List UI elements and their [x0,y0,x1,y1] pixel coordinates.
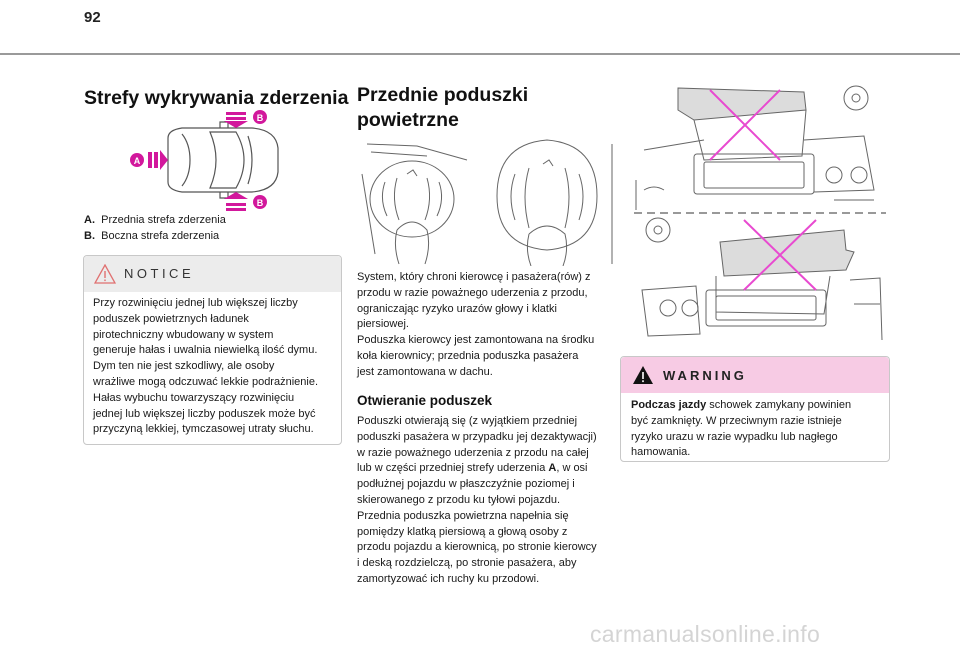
title-line: powietrzne [357,109,459,131]
warning-text: Podczas jazdy schowek zamykany powinien … [631,398,851,461]
title-line: Przednie poduszki [357,84,529,106]
warning-bold: Podczas jazdy [631,399,707,411]
body-line: w razie poważnego uderzenia z przodu na … [357,446,589,459]
legend-text-a: Przednia strefa zderzenia [101,214,226,226]
warning-header: WARNING [621,357,889,393]
section-title-front-airbags: Przednie poduszki powietrzne [357,83,528,133]
notice-box: NOTICE Przy rozwinięciu jednej lub więks… [83,255,342,445]
notice-line: jednej lub większej liczby poduszek może… [93,407,316,420]
collision-zones-diagram: A B B [130,110,279,211]
body-bold-zone: A [548,462,557,475]
legend-item-b: B. Boczna strefa zderzenia [84,229,226,245]
body-line: podłużnej pojazdu w płaszczyźnie poziome… [357,478,575,491]
body-line: lub w części przedniej strefy uderzenia … [357,461,597,477]
warning-line-rest: schowek zamykany powinien [706,399,852,411]
zone-label-a: A [134,156,141,166]
header-divider [0,53,960,55]
airbag-intro: System, który chroni kierowcę i pasażera… [357,270,594,381]
subsection-title-deployment: Otwieranie poduszek [357,393,493,408]
notice-title: NOTICE [124,266,195,281]
warning-box: WARNING Podczas jazdy schowek zamykany p… [620,356,890,462]
body-line: skierowanego z przodu ku tyłowi pojazdu. [357,493,561,506]
intro-line: jest zamontowana w dachu. [357,365,493,378]
notice-line: wrażliwe mogą odczuwać lekkie podrażnien… [93,375,319,388]
body-line: pomiędzy klatką piersiową a głową osoby … [357,525,568,538]
section-title-collision-zones: Strefy wykrywania zderzenia [84,87,349,109]
body-line: Przednia poduszka powietrzna napełnia si… [357,509,569,522]
body-line: poduszki pasażera w przypadku jej dezakt… [357,430,597,443]
notice-line: Przy rozwinięciu jednej lub większej lic… [93,297,298,309]
intro-line: ograniczając ryzyko urazów głowy i klatk… [357,302,557,315]
zone-label-b-bottom: B [257,198,264,208]
zone-label-b-top: B [257,113,264,123]
warning-triangle-icon [633,366,653,384]
legend-item-a: A. Przednia strefa zderzenia [84,213,226,229]
legend-key-b: B. [84,229,95,242]
warning-line: być zamknięty. W przeciwnym razie istnie… [631,414,842,427]
warning-line: Podczas jazdy schowek zamykany powinien [631,398,851,414]
notice-line: pirotechniczny wbudowany w system [93,328,274,341]
warning-title: WARNING [663,368,747,383]
intro-line: koła kierownicy; przednia poduszka pasaż… [357,349,579,362]
intro-line: System, który chroni kierowcę i pasażera… [357,271,591,283]
airbag-illustration [361,139,613,266]
notice-header: NOTICE [84,256,341,292]
warning-line: hamowania. [631,446,691,459]
watermark: carmanualsonline.info [590,621,821,647]
page-number: 92 [84,9,101,26]
warning-triangle-icon [94,264,116,284]
intro-line: piersiowej. [357,318,409,331]
intro-line: przodu w razie poważnego uderzenia z prz… [357,286,588,299]
body-line: zamortyzować ich ruchy ku przodowi. [357,572,540,585]
notice-line: generuje hałas i uwalnia niewielką ilość… [93,344,318,357]
intro-line: Poduszka kierowcy jest zamontowana na śr… [357,334,595,347]
notice-line: przyczyną lekkiej, tymczasowej utraty sł… [93,423,314,436]
body-text: , w osi [556,462,588,475]
legend-key-a: A. [84,214,95,226]
body-line: Poduszki otwierają się (z wyjątkiem prze… [357,415,578,427]
legend-list: A. Przednia strefa zderzenia B. Boczna s… [84,213,226,245]
notice-line: Hałas wybuchu towarzyszący rozwinięciu [93,391,295,404]
notice-line: Dym ten nie jest szkodliwy, ale osoby [93,360,275,373]
body-text: lub w części przedniej strefy uderzenia [357,462,549,475]
body-line: i deską rozdzielczą, po stronie pasażera… [357,557,577,570]
warning-line: ryzyko urazu w razie wypadku lub nagłego [631,430,838,443]
body-line: przodu pojazdu a kierownicą, po stronie … [357,541,597,554]
deployment-text: Poduszki otwierają się (z wyjątkiem prze… [357,414,597,588]
notice-text: Przy rozwinięciu jednej lub większej lic… [93,296,318,438]
notice-line: poduszek powietrznych ładunek [93,312,249,325]
glovebox-illustration [634,85,886,341]
legend-text-b: Boczna strefa zderzenia [101,229,220,242]
